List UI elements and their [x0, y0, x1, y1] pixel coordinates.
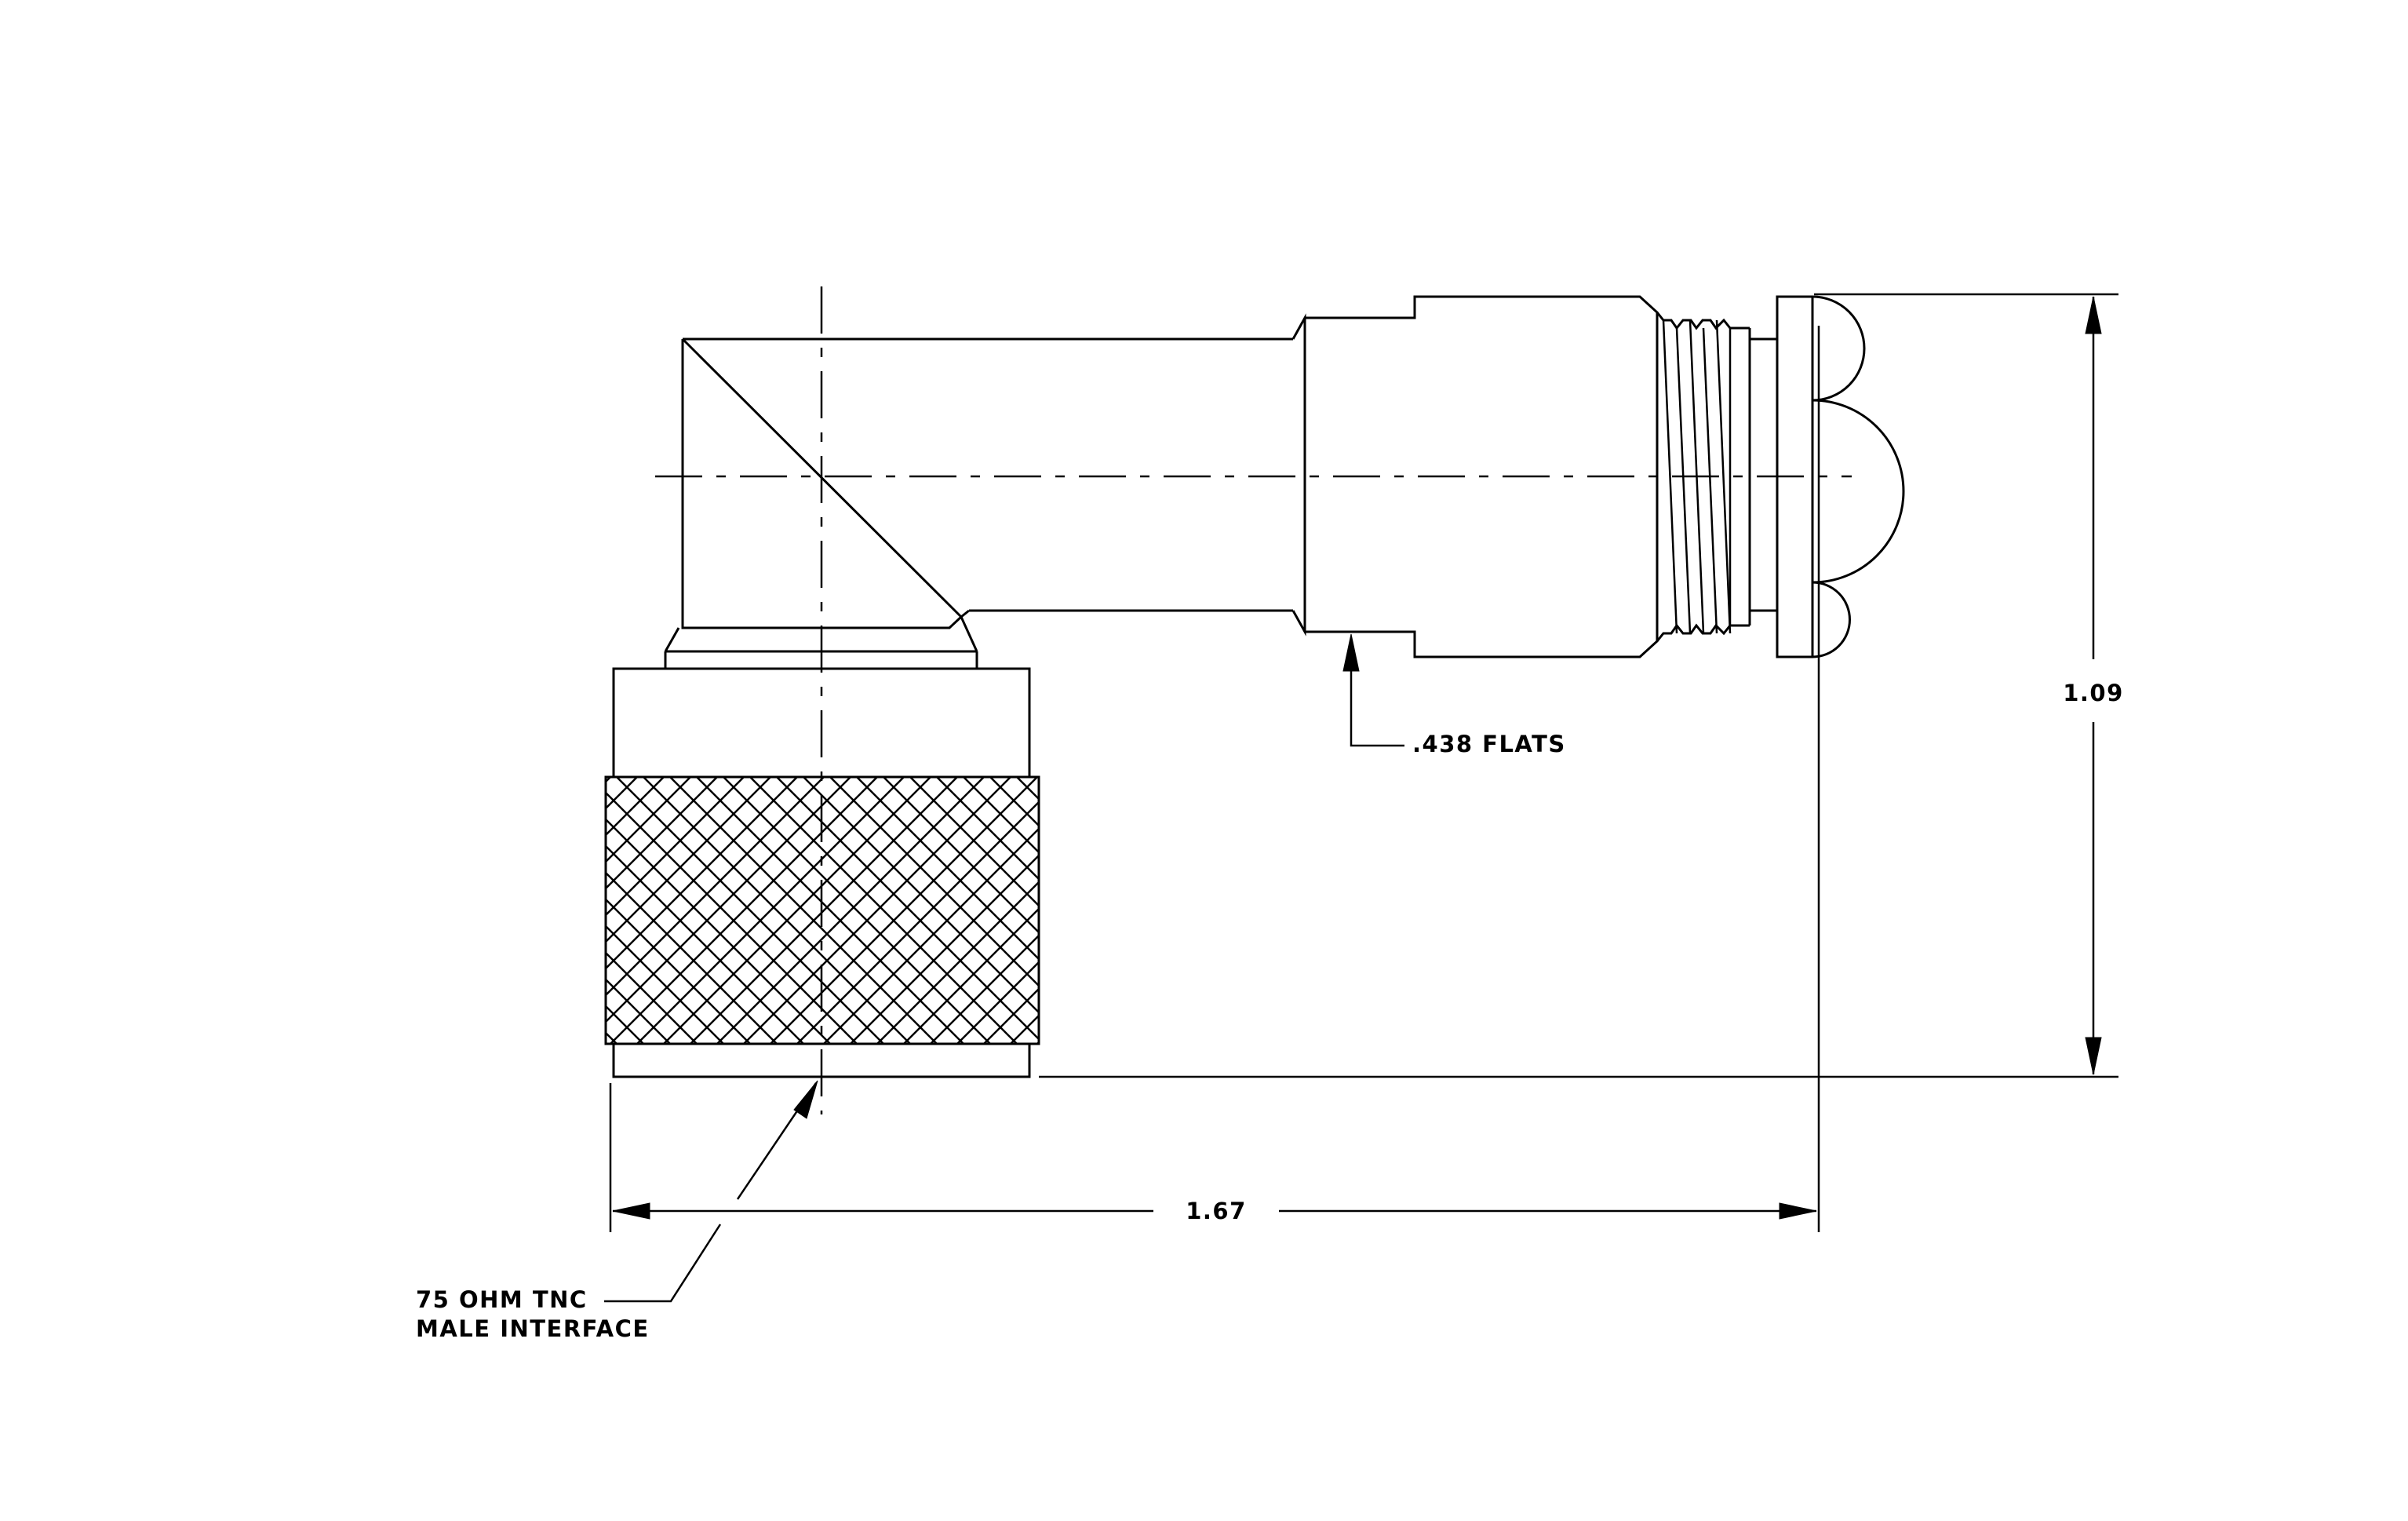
dimension-height-label: 1.09 [2063, 680, 2124, 706]
elbow-body [664, 337, 1293, 670]
length-dimension: 1.67 [609, 326, 1820, 1232]
interface-note-line2: MALE INTERFACE [416, 1315, 650, 1342]
dimension-length-label: 1.67 [1186, 1198, 1247, 1224]
thread-section [1656, 312, 1750, 642]
flats-note: .438 FLATS [1412, 731, 1566, 757]
interface-leader: 75 OHM TNC MALE INTERFACE [416, 1080, 818, 1342]
hex-nut [1748, 295, 1905, 658]
flats-leader: .438 FLATS [1342, 633, 1566, 757]
interface-note-line1: 75 OHM TNC [416, 1286, 588, 1313]
height-dimension: 1.09 [1039, 293, 2124, 1078]
center-lines [655, 286, 1852, 1114]
